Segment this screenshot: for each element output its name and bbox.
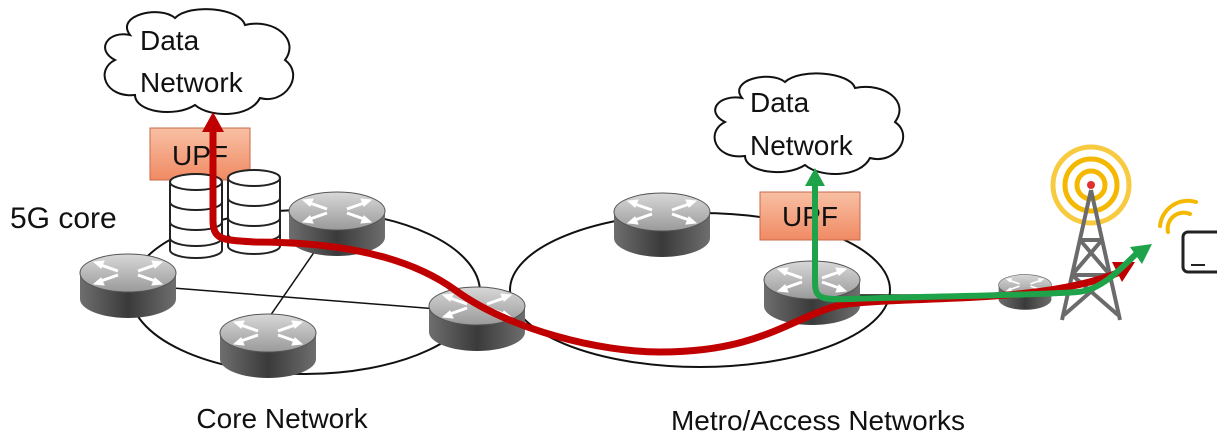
data-network-label: Data (750, 87, 810, 118)
green-arrowhead (1130, 244, 1152, 264)
red-arrowhead (202, 112, 224, 132)
router-icon (78, 252, 178, 320)
core-link (134, 284, 451, 311)
router-icon (218, 312, 318, 380)
data-network-label: Network (140, 67, 244, 98)
metro-access-label: Metro/Access Networks (671, 405, 965, 436)
green-arrowhead (805, 168, 825, 186)
data-network-cloud-left: Data Network (103, 8, 295, 115)
upf-label: UPF (172, 140, 228, 171)
cloud-icon (103, 8, 295, 115)
core-5g-label: 5G core (10, 202, 117, 235)
upf-box-right: UPF (759, 191, 861, 241)
upf-box-left: UPF (149, 127, 251, 181)
red-arrowhead (1112, 262, 1135, 282)
cloud-icon (713, 72, 905, 175)
tablet-icon (1181, 230, 1217, 274)
data-network-cloud-right: Data Network (713, 72, 905, 175)
green-traffic-path (812, 177, 1141, 303)
router-icon (612, 191, 712, 259)
upf-label: UPF (782, 201, 838, 232)
core-network-label: Core Network (196, 403, 368, 434)
data-network-label: Data (140, 25, 200, 56)
wifi-icon (1158, 198, 1198, 234)
data-network-label: Network (750, 130, 854, 161)
